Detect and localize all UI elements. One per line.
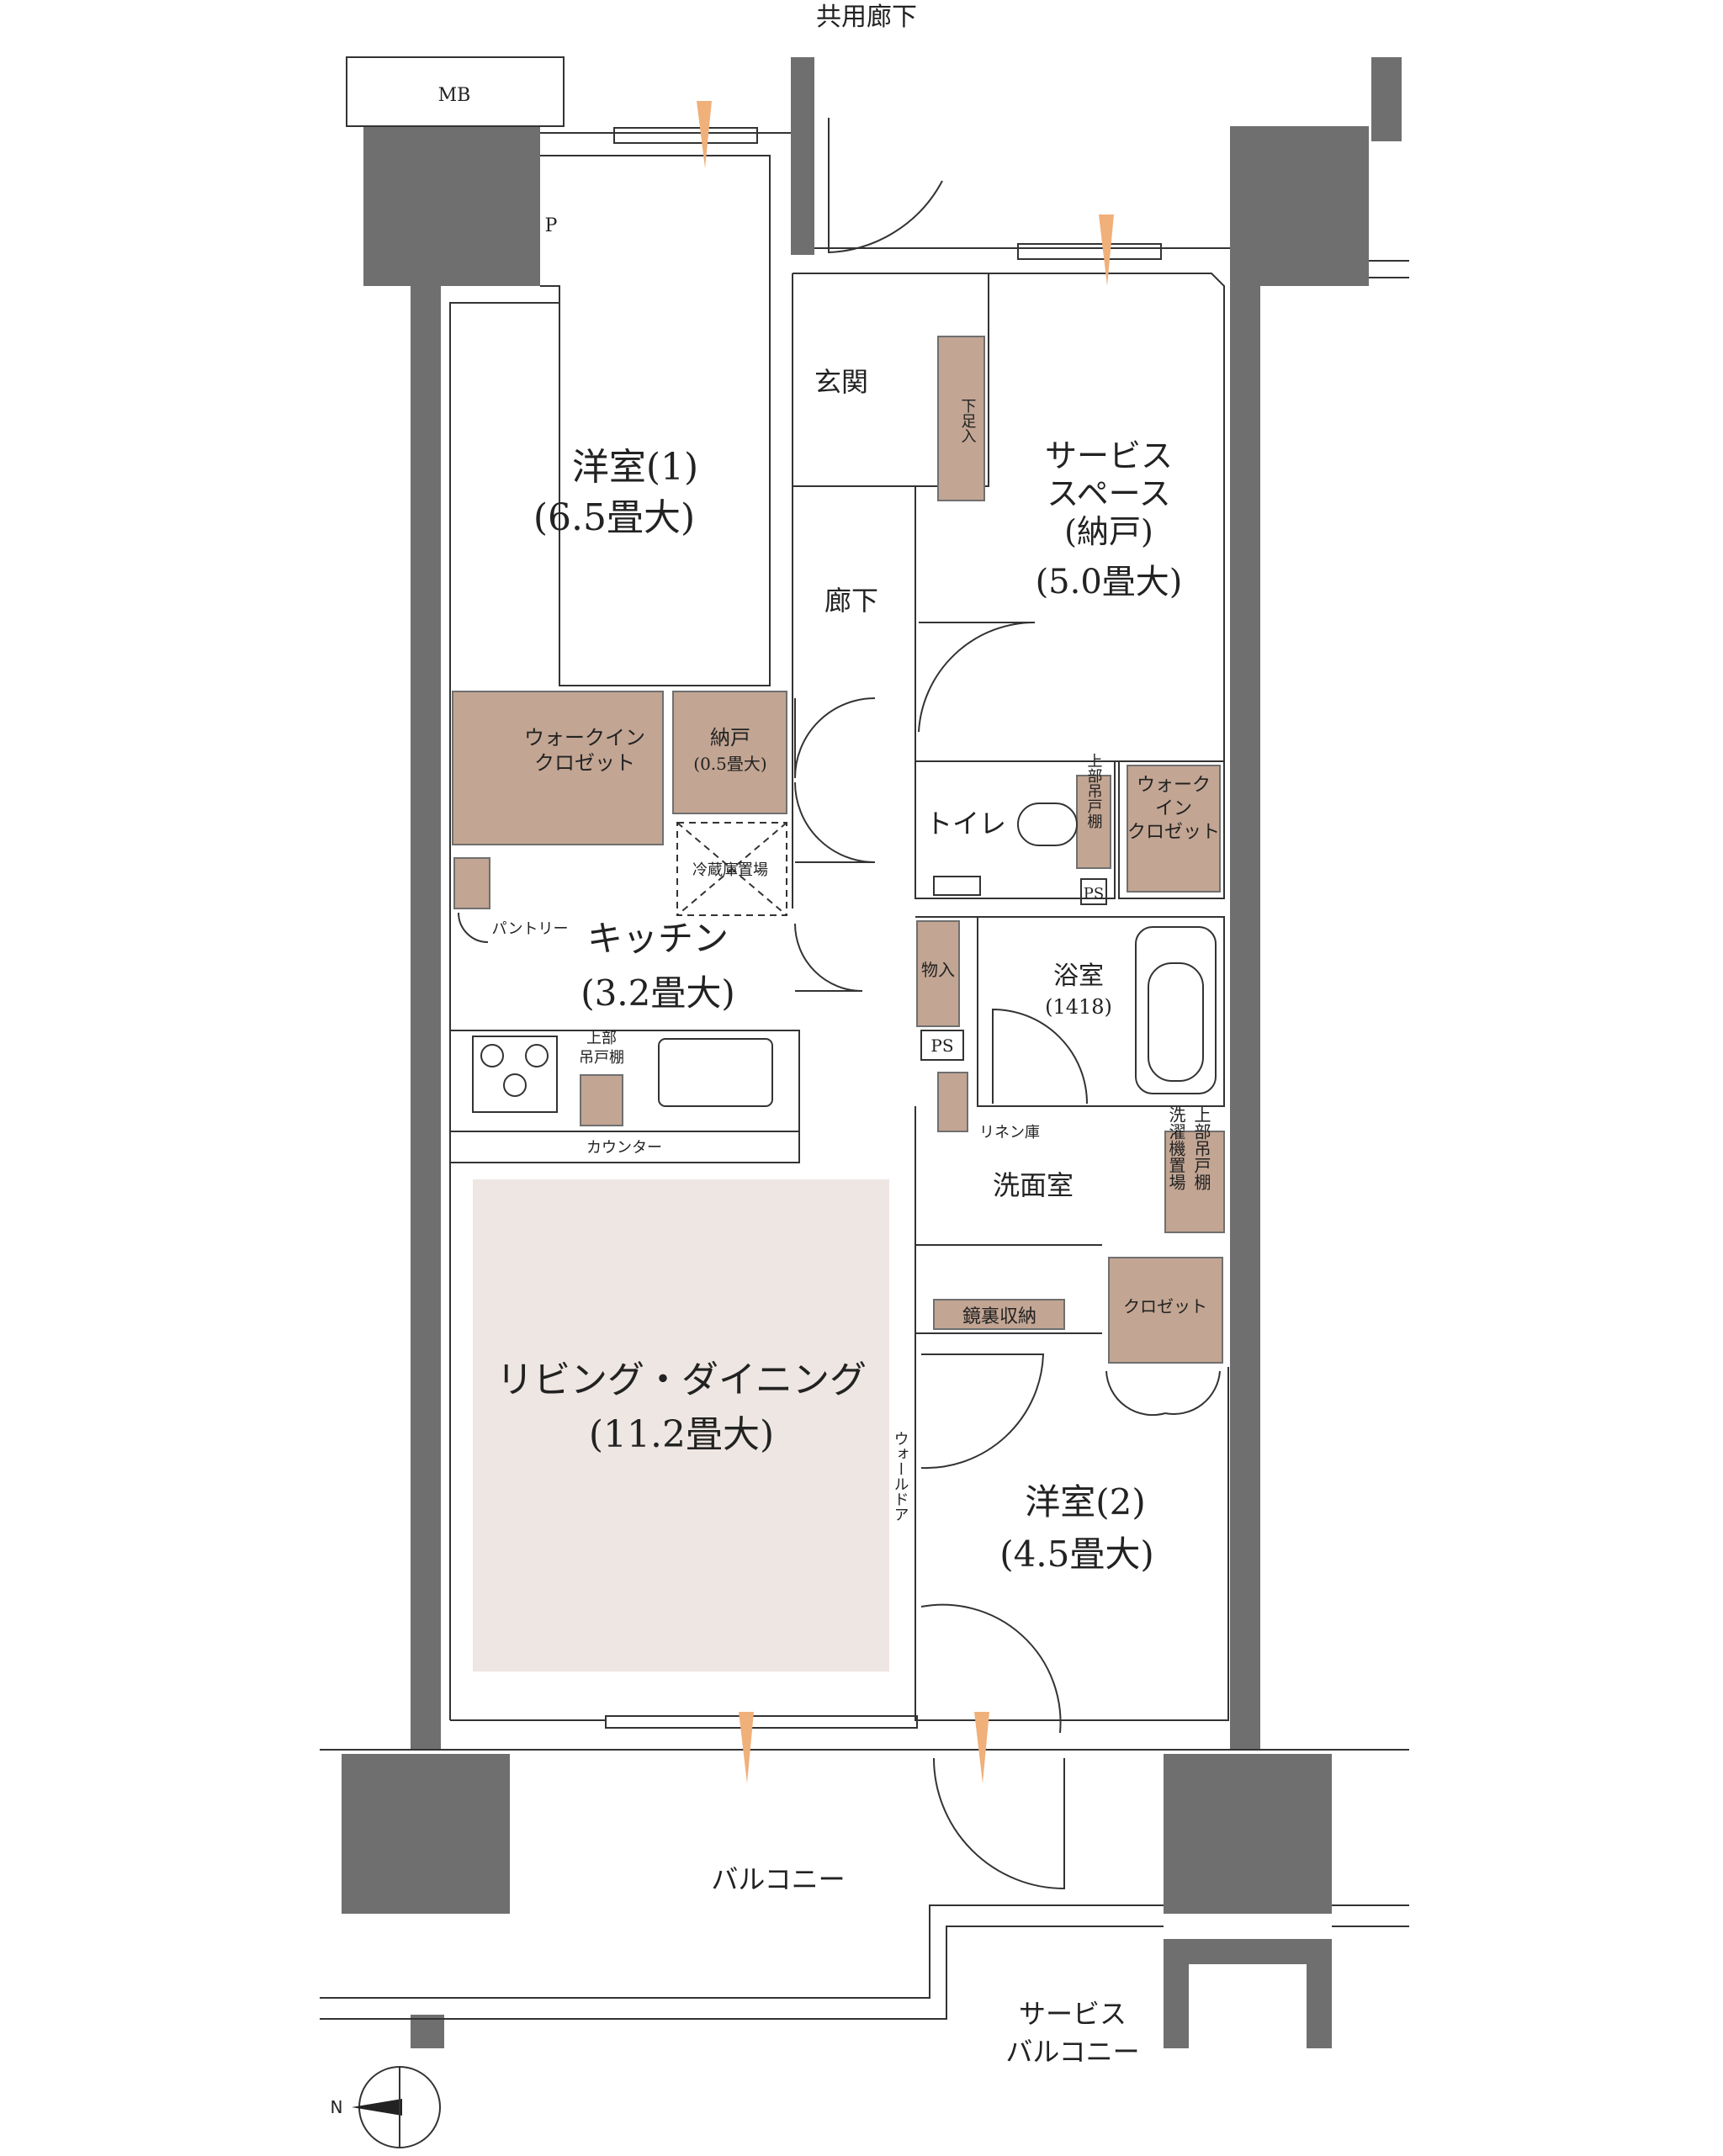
- shoe-storage-label: 下足入: [959, 398, 977, 443]
- washroom-label: 洗面室: [993, 1169, 1074, 1201]
- kitchen-name: キッチン: [587, 918, 729, 959]
- windows: [605, 127, 1162, 1729]
- service-space-size: (5.0畳大): [1036, 563, 1183, 601]
- washer-place-label: 洗濯機置場: [1166, 1106, 1186, 1190]
- pantry-label: パントリー: [492, 920, 569, 938]
- kitchen-shelf-block: [580, 1074, 623, 1126]
- storage-closet-block: [672, 691, 787, 814]
- service-balcony-line2: バルコニー: [1005, 2036, 1139, 2068]
- toilet-icon: [933, 803, 1078, 896]
- bath-name: 浴室: [1053, 961, 1104, 991]
- wic2-line1: ウォーク: [1137, 775, 1211, 796]
- upper-cabinet-line1: 上部: [586, 1030, 617, 1047]
- north-label: N: [331, 2097, 343, 2117]
- room2-size: (4.5畳大): [999, 1534, 1154, 1575]
- vent-marks: [697, 101, 1114, 1783]
- wall-door-label: ウォールドア: [892, 1431, 909, 1522]
- labels: 共用廊下 MB P 洋室(1) (6.5畳大) 玄関 下足入 サービス スペース…: [438, 3, 1220, 2068]
- living-floor: [473, 1179, 889, 1671]
- stove-icon: [472, 1036, 558, 1113]
- washer-shelf-block: [1164, 1131, 1225, 1233]
- wic1-block: [452, 691, 664, 845]
- wic2-line3: クロゼット: [1127, 822, 1220, 843]
- closet-label: クロゼット: [1123, 1296, 1207, 1316]
- living-size: (11.2畳大): [589, 1413, 774, 1456]
- room1-name: 洋室(1): [572, 446, 698, 489]
- fridge-label: 冷蔵庫置場: [692, 861, 768, 879]
- service-balcony-line1: サービス: [1019, 1998, 1127, 2030]
- shoe-storage-block: [937, 336, 985, 501]
- toilet-label: トイレ: [925, 808, 1006, 840]
- closet-block: [1108, 1257, 1223, 1364]
- storage-in-block: [916, 920, 960, 1027]
- linen-block: [937, 1072, 968, 1132]
- counter-label: カウンター: [586, 1139, 662, 1157]
- wic2-block: [1127, 765, 1221, 893]
- storage-in-label: 物入: [921, 960, 955, 980]
- balcony-label: バルコニー: [711, 1863, 845, 1895]
- bath-size: (1418): [1045, 995, 1112, 1019]
- ps-label-bath: PS: [930, 1036, 953, 1056]
- upper-cabinet-line2: 吊戸棚: [579, 1049, 624, 1067]
- room1-size: (6.5畳大): [533, 496, 695, 539]
- wic1-line2: クロゼット: [534, 751, 635, 775]
- storage-size: (0.5畳大): [693, 754, 766, 774]
- kitchen-size: (3.2畳大): [581, 972, 735, 1014]
- toilet-shelf-label: 上部吊戸棚: [1085, 753, 1103, 829]
- pantry-block: [453, 857, 490, 909]
- doors: [458, 118, 1221, 1890]
- p-label: P: [545, 215, 558, 236]
- storage-name: 納戸: [710, 726, 750, 750]
- room2-name: 洋室(2): [1025, 1481, 1146, 1523]
- washer-shelf-label: 上部吊戸棚: [1191, 1106, 1211, 1190]
- hallway-label: 廊下: [824, 585, 878, 617]
- bathtub-icon: [1135, 926, 1217, 1094]
- common-corridor-label: 共用廊下: [816, 3, 917, 32]
- living-name: リビング・ダイニング: [496, 1359, 867, 1401]
- service-space-line2: スペース: [1047, 475, 1170, 512]
- mirror-storage-block: [933, 1299, 1065, 1330]
- compass-icon: N: [331, 2066, 441, 2148]
- wic2-line2: イン: [1155, 798, 1192, 819]
- ps-label-toilet: PS: [1084, 885, 1104, 903]
- service-space-line3: (納戸): [1064, 513, 1153, 550]
- linen-label: リネン庫: [979, 1124, 1040, 1142]
- mirror-storage-label: 鏡裏収納: [962, 1306, 1036, 1327]
- entrance-label: 玄関: [814, 366, 868, 398]
- exterior-walls: [342, 57, 1402, 2048]
- toilet-shelf-block: [1076, 775, 1111, 869]
- service-space-line1: サービス: [1045, 437, 1173, 474]
- storage-blocks: [452, 336, 1225, 1364]
- wic1-line1: ウォークイン: [524, 726, 645, 750]
- mb-label: MB: [438, 85, 471, 106]
- interior-walls: [320, 56, 1409, 2020]
